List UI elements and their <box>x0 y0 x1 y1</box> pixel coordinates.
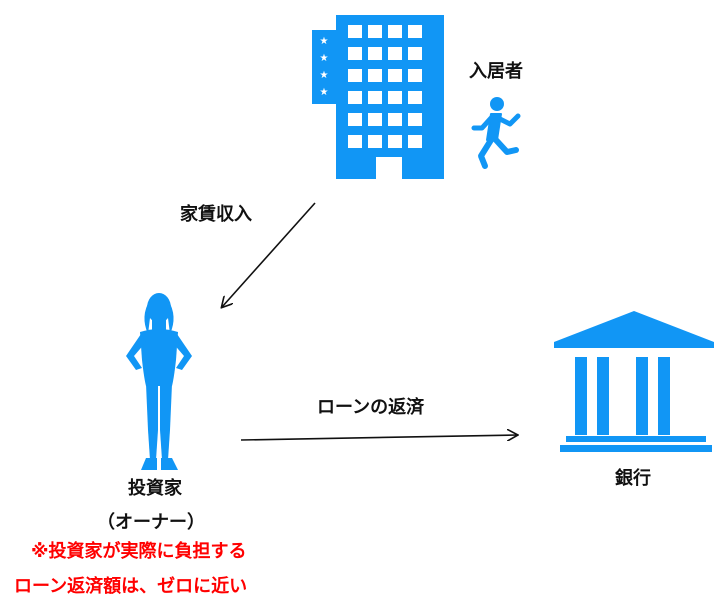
owner-label: （オーナー） <box>97 512 205 533</box>
running-person-icon <box>471 97 521 169</box>
svg-text:★: ★ <box>320 87 329 98</box>
svg-text:★: ★ <box>320 36 329 47</box>
standing-woman-icon <box>126 293 192 470</box>
hotel-building-icon: ★ ★ ★ ★ <box>312 15 444 179</box>
svg-text:★: ★ <box>320 53 329 64</box>
investor-label: 投資家 <box>128 478 182 499</box>
loan-repayment-arrow <box>240 435 517 440</box>
bank-icon <box>554 311 714 452</box>
bank-label: 銀行 <box>615 468 651 489</box>
tenant-label: 入居者 <box>469 61 523 82</box>
note-line-1: ※投資家が実際に負担する <box>31 541 247 562</box>
rent-income-label: 家賃収入 <box>180 204 252 225</box>
rent-income-arrow <box>222 202 316 307</box>
svg-text:★: ★ <box>320 70 329 81</box>
note-line-2: ローン返済額は、ゼロに近い <box>14 576 248 597</box>
loan-repayment-label: ローンの返済 <box>317 397 425 418</box>
